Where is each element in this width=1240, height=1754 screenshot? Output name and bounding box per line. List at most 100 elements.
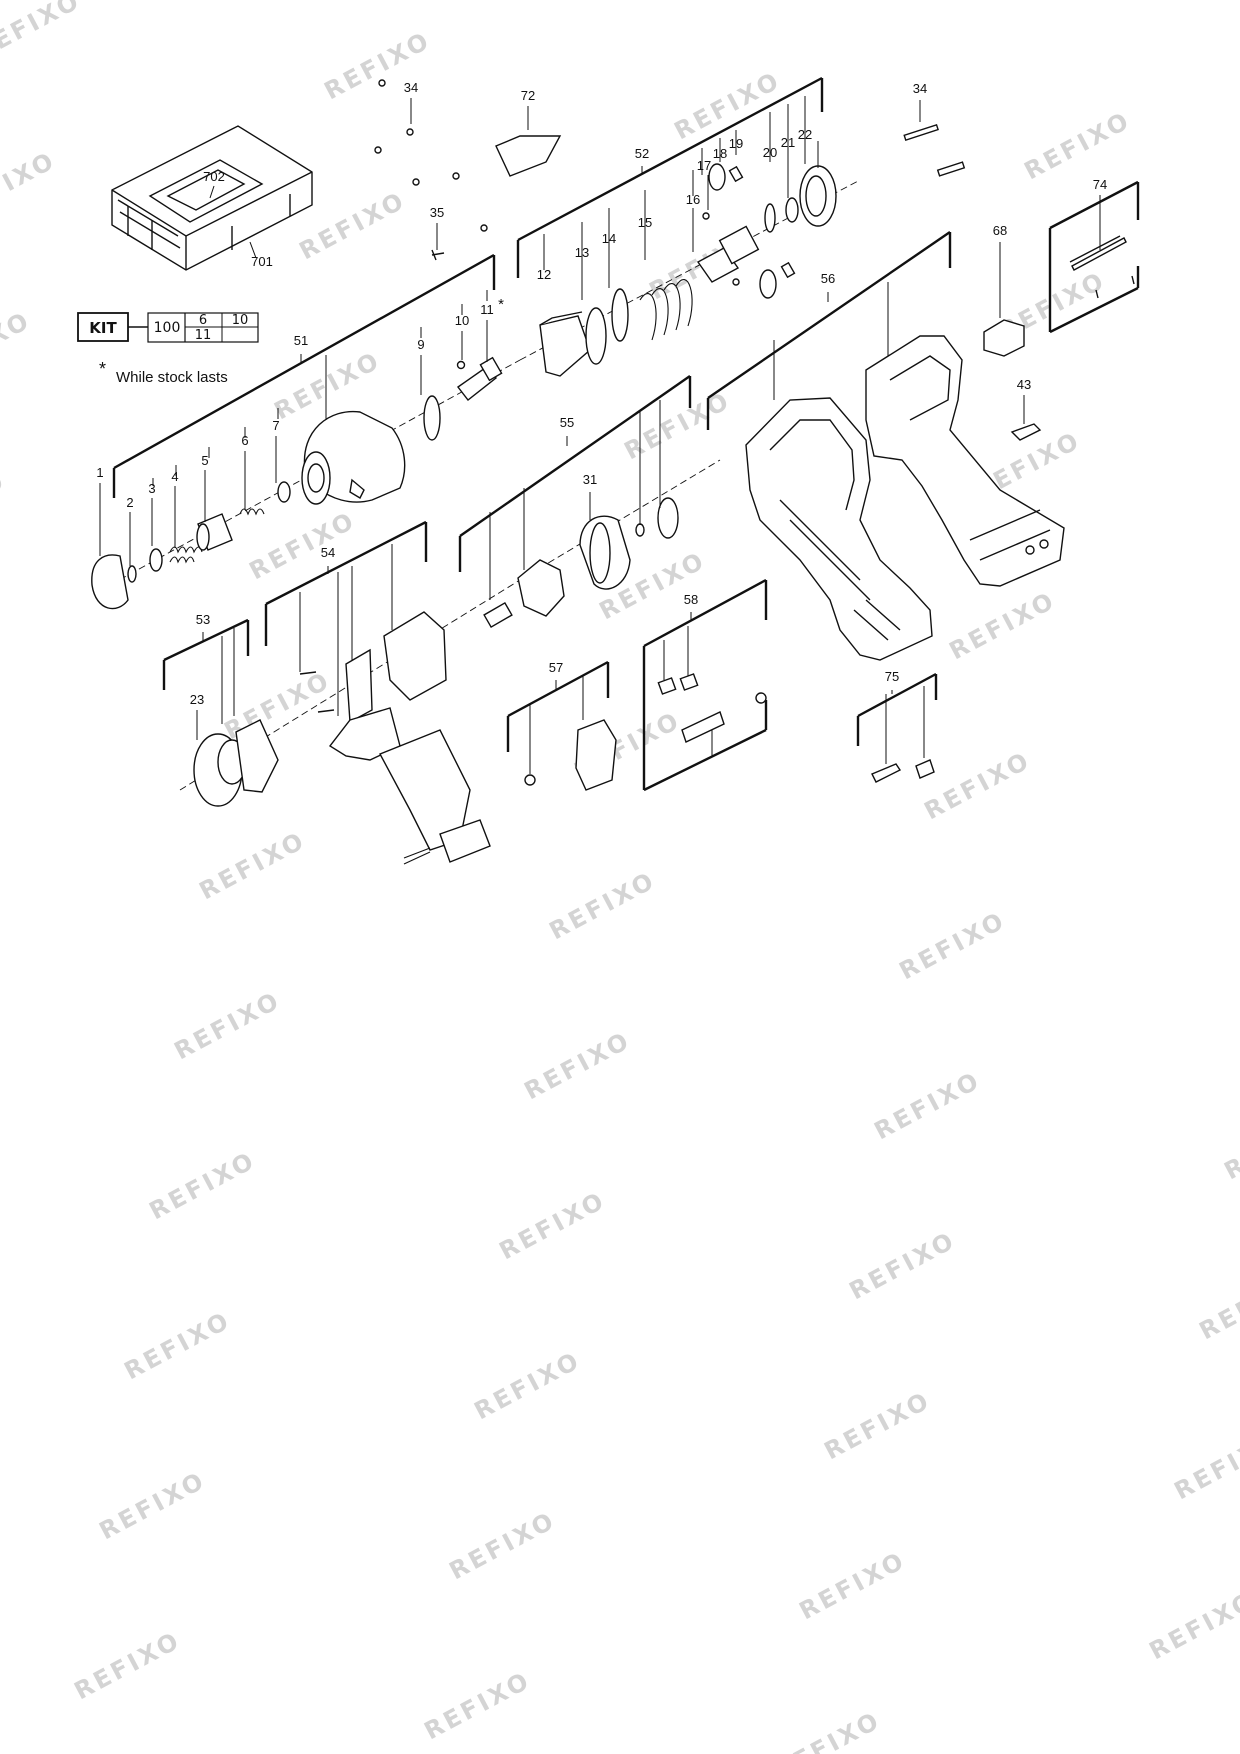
watermark-text: REFIXO: [470, 1346, 586, 1425]
leader-line: [643, 578, 767, 648]
part-label-701: 701: [251, 254, 273, 269]
watermark-text: REFIXO: [170, 986, 286, 1065]
part-label-56: 56: [821, 271, 835, 286]
part-label-11: 11: [480, 302, 494, 317]
leader-line: [459, 375, 691, 537]
part-label-20: 20: [763, 145, 777, 160]
part-label-9: 9: [417, 337, 424, 352]
watermark-text: REFIXO: [795, 1546, 911, 1625]
part-label-18: 18: [713, 146, 727, 161]
watermark-text: REFIXO: [1120, 1746, 1236, 1754]
watermark-text: REFIXO: [545, 866, 661, 945]
watermark-text: REFIXO: [495, 1186, 611, 1265]
part-label-54: 54: [321, 545, 335, 560]
leader-line: [857, 672, 937, 718]
leader-line: [507, 660, 609, 718]
watermark-text: REFIXO: [920, 746, 1036, 825]
watermark-text: REFIXO: [820, 1386, 936, 1465]
kit-item: 6: [199, 313, 207, 328]
watermark-text: REFIXO: [1195, 1266, 1240, 1345]
watermark-text: REFIXO: [845, 1226, 961, 1305]
screw-set: [374, 79, 488, 232]
part-label-13: 13: [575, 245, 589, 260]
kit-table: KIT 100 6 10 11: [77, 312, 259, 343]
part-label-22: 22: [798, 127, 812, 142]
part-label-55: 55: [560, 415, 574, 430]
part-label-702: 702: [203, 169, 225, 184]
part-label-74: 74: [1093, 177, 1107, 192]
leader-line: [209, 185, 215, 199]
part-label-31: 31: [583, 472, 597, 487]
leader-line: [643, 728, 767, 792]
watermark-text: REFIXO: [1020, 106, 1136, 185]
part-label-43: 43: [1017, 377, 1031, 392]
part-label-4: 4: [171, 469, 178, 484]
leader-line: [707, 231, 951, 399]
part-label-53: 53: [196, 612, 210, 627]
part-label-58: 58: [684, 592, 698, 607]
part-label-21: 21: [781, 135, 795, 150]
watermark-text: REFIXO: [0, 0, 85, 65]
watermark-text: REFIXO: [445, 1506, 561, 1585]
part-label-11-mark: *: [498, 296, 504, 313]
watermark-text: REFIXO: [120, 1306, 236, 1385]
part-label-51: 51: [294, 333, 308, 348]
leader-line: [113, 253, 495, 470]
part-label-34: 34: [404, 80, 418, 95]
part-drawing: [91, 554, 129, 610]
carry-case-drawing: [111, 125, 313, 271]
part-label-19: 19: [729, 136, 743, 151]
note-asterisk: *: [99, 359, 106, 379]
watermark-text: REFIXO: [0, 466, 10, 545]
part-label-12: 12: [537, 267, 551, 282]
part-label-68: 68: [993, 223, 1007, 238]
part-label-3: 3: [148, 481, 155, 496]
watermark-text: REFIXO: [870, 1066, 986, 1145]
watermark-text: REFIXO: [0, 306, 35, 385]
part-label-7: 7: [272, 418, 279, 433]
part-label-16: 16: [686, 192, 700, 207]
part-label-1: 1: [96, 465, 103, 480]
stock-note: * While stock lasts: [99, 359, 228, 386]
watermark-text: REFIXO: [1220, 1106, 1240, 1185]
leader-line: [1049, 286, 1139, 334]
part-label-57: 57: [549, 660, 563, 675]
watermark-text: REFIXO: [1170, 1426, 1240, 1505]
watermark-text: REFIXO: [245, 506, 361, 585]
kit-label: KIT: [89, 319, 117, 337]
part-label-35: 35: [430, 205, 444, 220]
watermark-text: REFIXO: [945, 586, 1061, 665]
kit-item: 10: [232, 313, 249, 328]
watermark-text: REFIXO: [0, 146, 60, 225]
part-label-72: 72: [521, 88, 535, 103]
watermark-text: REFIXO: [70, 1626, 186, 1705]
part-label-17: 17: [697, 158, 711, 173]
leader-bracket-layer: [99, 76, 1140, 792]
watermark-text: REFIXO: [895, 906, 1011, 985]
leader-line: [1049, 180, 1139, 230]
leader-line: [265, 520, 427, 606]
kit-item: 11: [195, 328, 212, 343]
watermark-text: REFIXO: [270, 346, 386, 425]
watermark-text: REFIXO: [770, 1706, 886, 1754]
part-label-14: 14: [602, 231, 616, 246]
part-label-23: 23: [190, 692, 204, 707]
watermark-text: REFIXO: [195, 826, 311, 905]
part-label-2: 2: [126, 495, 133, 510]
watermark-text: REFIXO: [520, 1026, 636, 1105]
watermark-text: REFIXO: [1145, 1586, 1240, 1665]
part-label-5: 5: [201, 453, 208, 468]
watermark-text: REFIXO: [145, 1146, 261, 1225]
watermark-text: REFIXO: [420, 1666, 536, 1745]
part-label-10: 10: [455, 313, 469, 328]
leader-line: [517, 76, 823, 242]
leader-line: [249, 241, 257, 259]
part-label-34: 34: [913, 81, 927, 96]
note-text: While stock lasts: [116, 369, 228, 386]
leader-line: [163, 618, 249, 662]
part-number-labels: 1 2 3 4 5 6 7 9 10 11 * 12 13 14 15 16 1…: [96, 80, 1107, 707]
part-label-52: 52: [635, 146, 649, 161]
part-label-15: 15: [638, 215, 652, 230]
